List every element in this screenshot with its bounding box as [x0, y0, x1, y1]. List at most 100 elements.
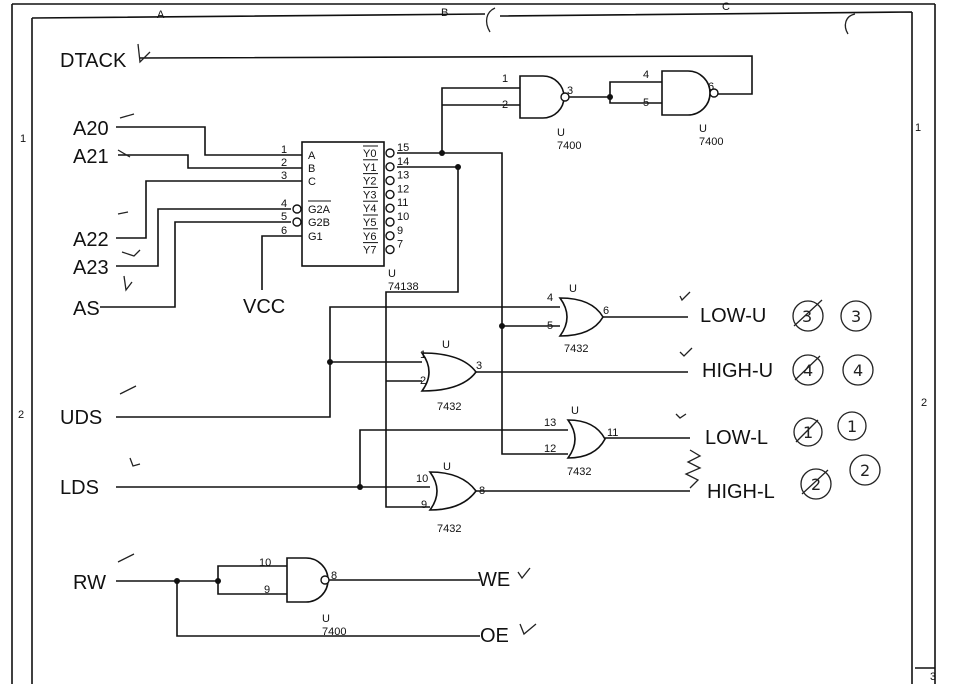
nand2-pin-in2: 5	[643, 97, 649, 109]
check-mark	[123, 275, 133, 292]
decoder-output-pin-number: 11	[397, 197, 408, 209]
signal-low-u: LOW-U	[700, 305, 766, 327]
annotation-circle	[793, 417, 823, 447]
nand-rw-pin-out: 8	[331, 570, 337, 582]
check-mark	[117, 211, 129, 215]
decoder-input-label: G1	[308, 231, 323, 243]
signal-labels: DTACK A20 A21 A22 A23 AS VCC UDS LDS RW …	[60, 50, 775, 647]
active-low-bubble	[385, 162, 395, 172]
decoder-output-pin-number: 15	[397, 142, 409, 154]
or-low-l-pin-in2: 12	[544, 443, 556, 455]
annotation-circle	[837, 411, 867, 441]
decoder-output-pin-number: 12	[397, 183, 409, 195]
decoder-output-pin-number: 9	[397, 225, 403, 237]
annotation-circle	[800, 468, 832, 500]
or-low-l-ref: U	[571, 405, 579, 417]
or-high-u-pin-in2: 2	[420, 375, 426, 387]
signal-we: WE	[478, 569, 510, 591]
signal-as: AS	[73, 298, 100, 320]
nand2-pin-out: 6	[708, 81, 714, 93]
nand1-pin-in1: 1	[502, 73, 508, 85]
or-low-u-pin-in2: 5	[547, 320, 553, 332]
nand-gate-1: 1 2 3 U 7400	[502, 73, 581, 152]
decoder-input-pin-number: 6	[281, 225, 287, 237]
decoder-output-pin-number: 14	[397, 156, 409, 168]
annotation-high-l-struck: 2	[811, 475, 821, 494]
active-low-bubble	[385, 217, 395, 227]
active-low-bubble	[385, 148, 395, 158]
decoder-output-label: Y3	[363, 189, 376, 201]
annotation-high-l: 2	[860, 461, 870, 480]
check-mark	[121, 249, 141, 257]
or-low-u-pin-out: 6	[603, 305, 609, 317]
check-mark	[679, 347, 693, 357]
or-low-l-pin-out: 11	[607, 427, 618, 439]
decoder-input-pin-number: 2	[281, 157, 287, 169]
decoder-input-pin-number: 4	[281, 198, 287, 210]
or-low-u-part: 7432	[564, 343, 588, 355]
check-mark	[517, 567, 531, 580]
frame-col-c: C	[722, 1, 730, 13]
annotation-strike	[794, 355, 821, 381]
nand1-part: 7400	[557, 140, 581, 152]
signal-uds: UDS	[60, 407, 102, 429]
decoder-ref: U	[388, 268, 396, 280]
active-low-bubble	[385, 203, 395, 213]
signal-high-u: HIGH-U	[702, 360, 773, 382]
signal-oe: OE	[480, 625, 509, 647]
active-low-bubble	[385, 189, 395, 200]
annotation-high-u: 4	[853, 361, 863, 380]
decoder-part: 74138	[388, 281, 419, 293]
nand-gate-2: 4 5 6 U 7400	[643, 69, 723, 148]
or-high-l-pin-in1: 10	[416, 473, 428, 485]
signal-rw: RW	[73, 572, 106, 594]
nand-rw-ref: U	[322, 613, 330, 625]
or-high-u-ref: U	[442, 339, 450, 351]
or-low-u-ref: U	[569, 283, 577, 295]
nand1-pin-in2: 2	[502, 99, 508, 111]
decoder-input-label: A	[308, 150, 316, 162]
wires	[100, 55, 753, 637]
check-mark	[129, 457, 141, 467]
margin-mark	[844, 13, 856, 35]
annotation-low-u: 3	[851, 307, 861, 326]
annotation-circle	[792, 354, 824, 386]
decoder-input-label: C	[308, 176, 316, 188]
annotation-low-u-struck: 3	[802, 307, 812, 326]
or-low-l-part: 7432	[567, 466, 591, 478]
frame-row-1-left: 1	[20, 133, 26, 145]
annotation-strike	[793, 299, 823, 327]
frame-col-b: B	[441, 7, 448, 19]
decoder-input-label: G2B	[308, 217, 330, 229]
decoder-input-pin-number: 1	[281, 144, 287, 156]
annotation-strike	[795, 419, 819, 443]
nand-rw-pin-in2: 9	[264, 584, 270, 596]
active-low-bubble	[292, 217, 302, 227]
or-high-u-pin-in1: 1	[420, 349, 426, 361]
annotation-circle	[840, 300, 872, 332]
or-gate-low-l: 13 12 11 U 7432	[544, 405, 618, 478]
signal-high-l: HIGH-L	[707, 481, 775, 503]
check-mark	[137, 43, 151, 64]
or-high-u-part: 7432	[437, 401, 461, 413]
frame-row-2-left: 2	[18, 409, 24, 421]
drawing-frame: A B C 1 1 2 2 3	[11, 1, 936, 684]
or-low-u-pin-in1: 4	[547, 292, 553, 304]
or-gate-high-u: 1 2 3 U 7432	[420, 339, 482, 413]
active-low-bubble	[385, 175, 395, 186]
or-gate-high-l: 10 9 8 U 7432	[416, 461, 485, 535]
or-low-l-pin-in1: 13	[544, 417, 556, 429]
check-mark	[119, 385, 137, 395]
signal-a20: A20	[73, 118, 109, 140]
active-low-bubble	[385, 244, 395, 255]
frame-row-1-right: 1	[915, 122, 921, 134]
signal-a21: A21	[73, 146, 109, 168]
frame-row-2-right: 2	[921, 397, 927, 409]
junctions	[174, 94, 613, 584]
decoder-output-label: Y2	[363, 176, 376, 188]
nand2-pin-in1: 4	[643, 69, 649, 81]
decoder-output-label: Y0	[363, 148, 376, 160]
annotation-circle	[792, 300, 824, 332]
